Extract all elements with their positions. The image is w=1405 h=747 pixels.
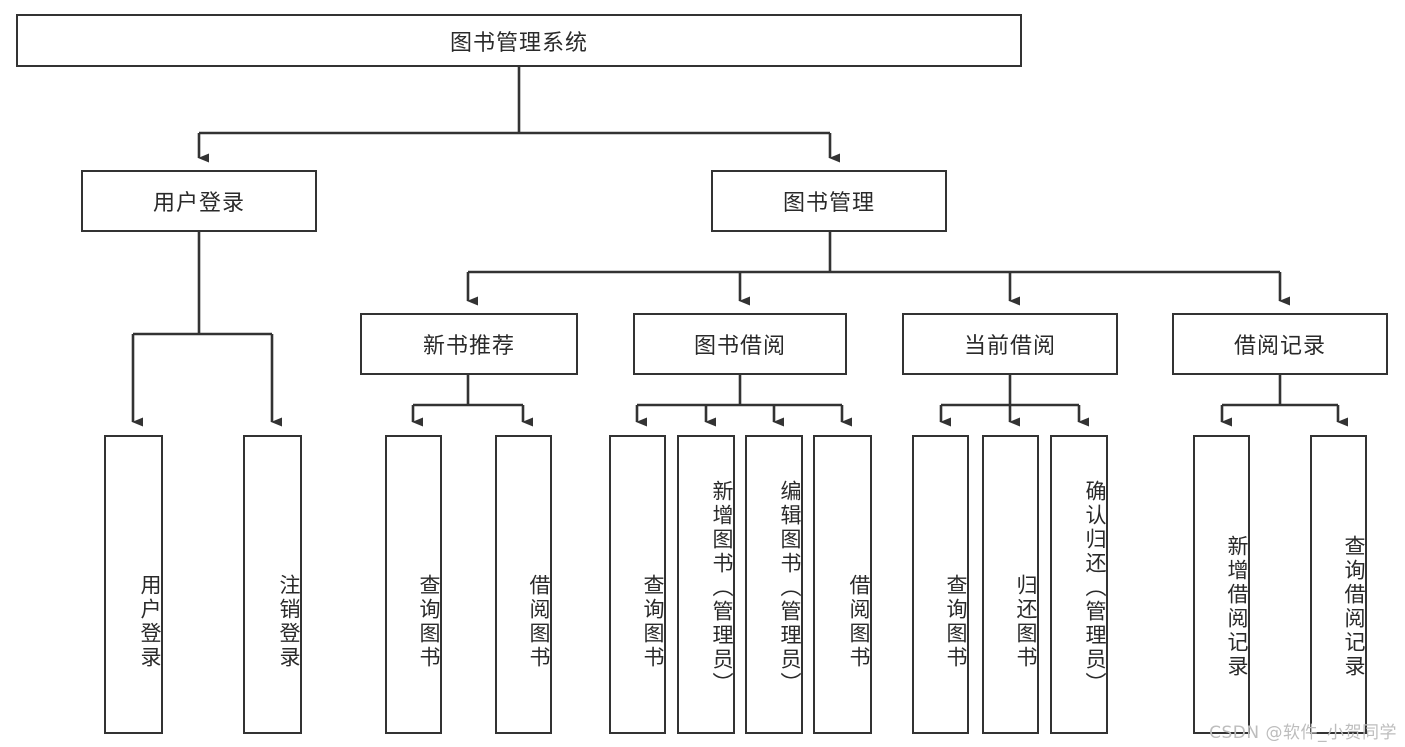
leaf-add-record[interactable]: 新增借阅记录 [1193,435,1250,734]
leaf-query-book-2[interactable]: 查询图书 [609,435,666,734]
node-book-borrow[interactable]: 图书借阅 [633,313,847,375]
leaf-confirm-return-label: 确认归还（管理员） [1083,479,1107,696]
leaf-borrow-book-1-label: 借阅图书 [527,573,551,670]
node-borrow-record[interactable]: 借阅记录 [1172,313,1388,375]
leaf-borrow-book-1[interactable]: 借阅图书 [495,435,552,734]
leaf-return-book[interactable]: 归还图书 [982,435,1039,734]
leaf-query-book-1-label: 查询图书 [417,573,441,670]
node-book-manage-label: 图书管理 [782,191,875,216]
leaf-add-record-label: 新增借阅记录 [1225,534,1249,679]
node-borrow-record-label: 借阅记录 [1233,334,1326,359]
leaf-query-record[interactable]: 查询借阅记录 [1310,435,1367,734]
leaf-query-book-2-label: 查询图书 [641,573,665,670]
leaf-user-login[interactable]: 用户登录 [104,435,163,734]
leaf-borrow-book-2-label: 借阅图书 [847,573,871,670]
node-new-book-rec[interactable]: 新书推荐 [360,313,578,375]
leaf-add-book-label: 新增图书（管理员） [710,479,734,696]
node-book-borrow-label: 图书借阅 [693,334,786,359]
leaf-query-book-1[interactable]: 查询图书 [385,435,442,734]
node-user-login-label: 用户登录 [152,191,245,216]
node-user-login[interactable]: 用户登录 [81,170,317,232]
leaf-query-book-3[interactable]: 查询图书 [912,435,969,734]
leaf-logout[interactable]: 注销登录 [243,435,302,734]
leaf-add-book[interactable]: 新增图书（管理员） [677,435,735,734]
leaf-return-book-label: 归还图书 [1014,573,1038,670]
node-root[interactable]: 图书管理系统 [16,14,1022,67]
leaf-user-login-label: 用户登录 [138,573,162,670]
leaf-edit-book-label: 编辑图书（管理员） [778,479,802,696]
node-new-book-rec-label: 新书推荐 [422,334,515,359]
leaf-confirm-return[interactable]: 确认归还（管理员） [1050,435,1108,734]
leaf-query-book-3-label: 查询图书 [944,573,968,670]
node-root-label: 图书管理系统 [449,30,588,56]
node-book-manage[interactable]: 图书管理 [711,170,947,232]
leaf-borrow-book-2[interactable]: 借阅图书 [813,435,872,734]
watermark: CSDN @软件_小贺同学 [1209,723,1397,743]
leaf-logout-label: 注销登录 [277,573,301,670]
leaf-query-record-label: 查询借阅记录 [1342,534,1366,679]
node-current-borrow-label: 当前借阅 [963,334,1056,359]
node-current-borrow[interactable]: 当前借阅 [902,313,1118,375]
leaf-edit-book[interactable]: 编辑图书（管理员） [745,435,803,734]
